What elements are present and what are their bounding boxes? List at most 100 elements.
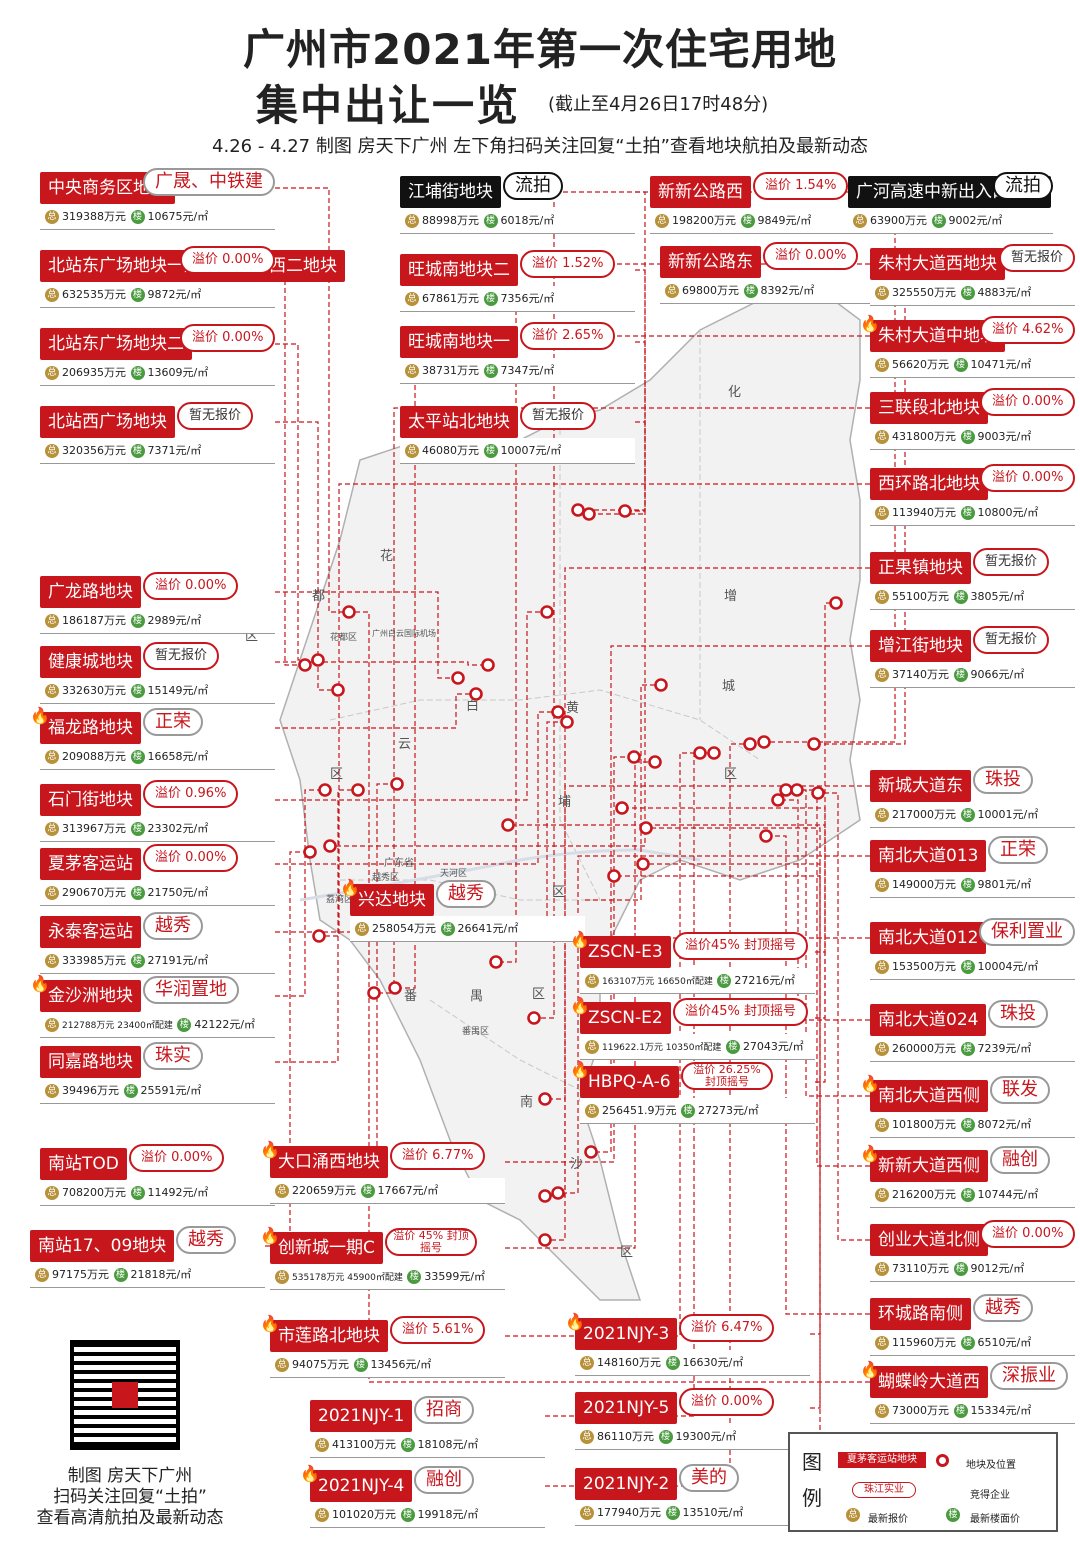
lot-marker[interactable] — [451, 671, 465, 685]
lot-marker[interactable] — [648, 755, 662, 769]
lot-marker[interactable] — [481, 658, 495, 672]
lot-marker[interactable] — [551, 1186, 565, 1200]
qr-code[interactable] — [70, 1340, 180, 1450]
lot-marker[interactable] — [707, 746, 721, 760]
lot-marker[interactable] — [469, 687, 483, 701]
lot-marker[interactable] — [351, 783, 365, 797]
lot-marker[interactable] — [636, 857, 650, 871]
lot-marker[interactable] — [388, 981, 402, 995]
lot-marker[interactable] — [331, 683, 345, 697]
lot-marker[interactable] — [607, 869, 621, 883]
lot-marker[interactable] — [538, 1092, 552, 1106]
lot-marker[interactable] — [757, 735, 771, 749]
lot-marker[interactable] — [615, 801, 629, 815]
lot-marker[interactable] — [540, 605, 554, 619]
lot-marker[interactable] — [627, 750, 641, 764]
lot-marker[interactable] — [551, 705, 565, 719]
lot-marker[interactable] — [560, 715, 574, 729]
lot-marker[interactable] — [311, 653, 325, 667]
lot-marker[interactable] — [790, 783, 804, 797]
lot-marker[interactable] — [779, 783, 793, 797]
lot-marker[interactable] — [811, 786, 825, 800]
lot-marker[interactable] — [527, 1011, 541, 1025]
lot-marker[interactable] — [298, 658, 312, 672]
lot-total: 67861万元 — [422, 292, 479, 305]
lot-marker[interactable] — [303, 845, 317, 859]
lot-marker[interactable] — [807, 737, 821, 751]
lot-floor-price: 8392元/㎡ — [760, 284, 815, 297]
lot-marker[interactable] — [312, 929, 326, 943]
lot-marker[interactable] — [759, 829, 773, 843]
lot-marker[interactable] — [342, 605, 356, 619]
lot-marker[interactable] — [639, 821, 653, 835]
lot-marker[interactable] — [323, 839, 337, 853]
lot-marker[interactable] — [538, 1233, 552, 1247]
lot-marker[interactable] — [501, 818, 515, 832]
lot-marker[interactable] — [584, 1145, 598, 1159]
lot-marker[interactable] — [618, 504, 632, 518]
lot-marker[interactable] — [318, 783, 332, 797]
lot-marker[interactable] — [571, 503, 585, 517]
lot-marker[interactable] — [582, 507, 596, 521]
lot-marker[interactable] — [771, 793, 785, 807]
lot-marker[interactable] — [743, 737, 757, 751]
lot-marker[interactable] — [693, 746, 707, 760]
lot-marker[interactable] — [654, 678, 668, 692]
lot-marker[interactable] — [367, 986, 381, 1000]
lot-marker[interactable] — [390, 777, 404, 791]
lot-total: 38731万元 — [422, 364, 479, 377]
lot-marker[interactable] — [538, 1189, 552, 1203]
lot-marker[interactable] — [829, 596, 843, 610]
lot-marker[interactable] — [489, 955, 503, 969]
